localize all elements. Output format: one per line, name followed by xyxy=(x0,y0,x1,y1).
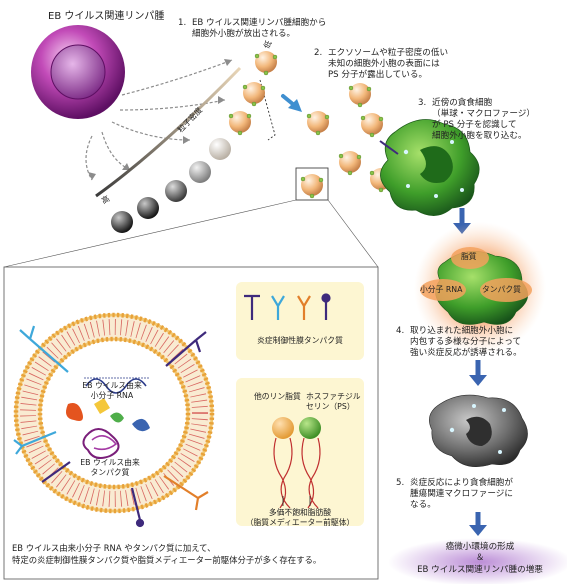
membrane-protein-icons xyxy=(244,293,331,320)
step-5-line-1: 炎症反応により貪食細胞が xyxy=(410,478,513,488)
lipid-molecules xyxy=(272,417,321,509)
step-4-line-2: 内包する多様な分子によって xyxy=(410,337,522,347)
blob-small-rna-label: 小分子 RNA xyxy=(420,285,463,294)
step-5-line-3: なる。 xyxy=(410,500,436,510)
step-3-line-3: が PS 分子を認識して xyxy=(432,120,517,130)
lipid-panel xyxy=(236,378,364,526)
step-3-line-4: 細胞外小胞を取り込む。 xyxy=(432,131,527,141)
lymphoma-cell xyxy=(31,25,125,119)
density-gradient-arc xyxy=(95,66,242,198)
ps-dots-density xyxy=(228,53,278,136)
inflammation-cell xyxy=(414,222,546,354)
step-2-line-3: PS 分子が露出している。 xyxy=(328,70,428,80)
pufa-label-line-2: （脂質メディエーター前駆体） xyxy=(245,518,355,527)
inset-protein-line-2: タンパク質 xyxy=(90,468,130,477)
ps-label-line-1: ホスファチジル xyxy=(306,392,361,401)
step-1-number: 1. xyxy=(178,18,187,28)
release-arrows xyxy=(85,59,233,181)
density-bracket xyxy=(259,79,276,141)
step-1-line-2: 細胞外小胞が放出される。 xyxy=(192,29,296,39)
inset-caption-line-1: EB ウイルス由来小分子 RNA やタンパク質に加えて、 xyxy=(12,543,216,553)
step-3-number: 3. xyxy=(418,98,427,108)
inset-small-rna-line-1: EB ウイルス由来 xyxy=(82,381,142,390)
outcome-line-2: EB ウイルス関連リンパ腫の増悪 xyxy=(417,565,543,575)
step-3-line-1: 近傍の貪食細胞 xyxy=(432,98,493,108)
membrane-protein-label: 炎症制御性膜タンパク質 xyxy=(257,336,343,345)
step-5-number: 5. xyxy=(396,478,405,488)
step-4-number: 4. xyxy=(396,326,405,336)
inset-source-box xyxy=(295,167,329,201)
density-spheres xyxy=(111,51,277,233)
vesicle-cross-section xyxy=(13,312,215,514)
ps-label-line-2: セリン（PS） xyxy=(306,402,355,411)
release-arrowheads xyxy=(88,59,232,180)
lymphoma-title: EB ウイルス関連リンパ腫 xyxy=(48,11,165,22)
macrophage xyxy=(379,119,480,216)
zoom-lines xyxy=(3,199,379,268)
blob-protein-label: タンパク質 xyxy=(482,285,521,294)
blob-lipid-label: 脂質 xyxy=(461,252,477,261)
step-2-number: 2. xyxy=(314,48,323,58)
inset-protein-line-1: EB ウイルス由来 xyxy=(80,458,140,467)
other-lipid-label: 他のリン脂質 xyxy=(254,392,301,401)
step-2-line-1: エクソソームや粒子密度の低い xyxy=(328,48,449,58)
step5-arrow xyxy=(469,512,487,536)
membrane-proteins xyxy=(13,325,209,528)
step-2-line-2: 未知の細胞外小胞の表面には xyxy=(328,59,440,69)
step-4-line-1: 取り込まれた細胞外小胞に xyxy=(410,326,514,336)
membrane-protein-panel xyxy=(236,282,364,360)
outcome-glow xyxy=(388,538,567,584)
pufa-label-line-1: 多価不飽和脂肪酸 xyxy=(268,508,332,517)
inset-caption-line-2: 特定の炎症制御性膜タンパク質や脂質メディエーター前駆体分子が多く存在する。 xyxy=(12,555,322,565)
step-1-line-1: EB ウイルス関連リンパ腫細胞から xyxy=(192,18,327,28)
step-4-line-3: 強い炎症反応が誘導される。 xyxy=(410,348,522,358)
outcome-ampersand: ＆ xyxy=(475,553,485,563)
inset-small-rna-line-2: 小分子 RNA xyxy=(90,391,134,400)
extracellular-vesicles xyxy=(301,83,392,196)
vesicle-contents xyxy=(66,377,150,459)
step-5-line-2: 腫瘍関連マクロファージに xyxy=(410,489,513,499)
step2-arrow xyxy=(281,94,302,112)
outcome-line-1: 癌微小環境の形成 xyxy=(445,542,515,552)
step4-arrow xyxy=(469,360,487,386)
step-3-line-2: （単球・マクロファージ） xyxy=(432,109,535,119)
tumor-associated-macrophage xyxy=(429,394,528,467)
